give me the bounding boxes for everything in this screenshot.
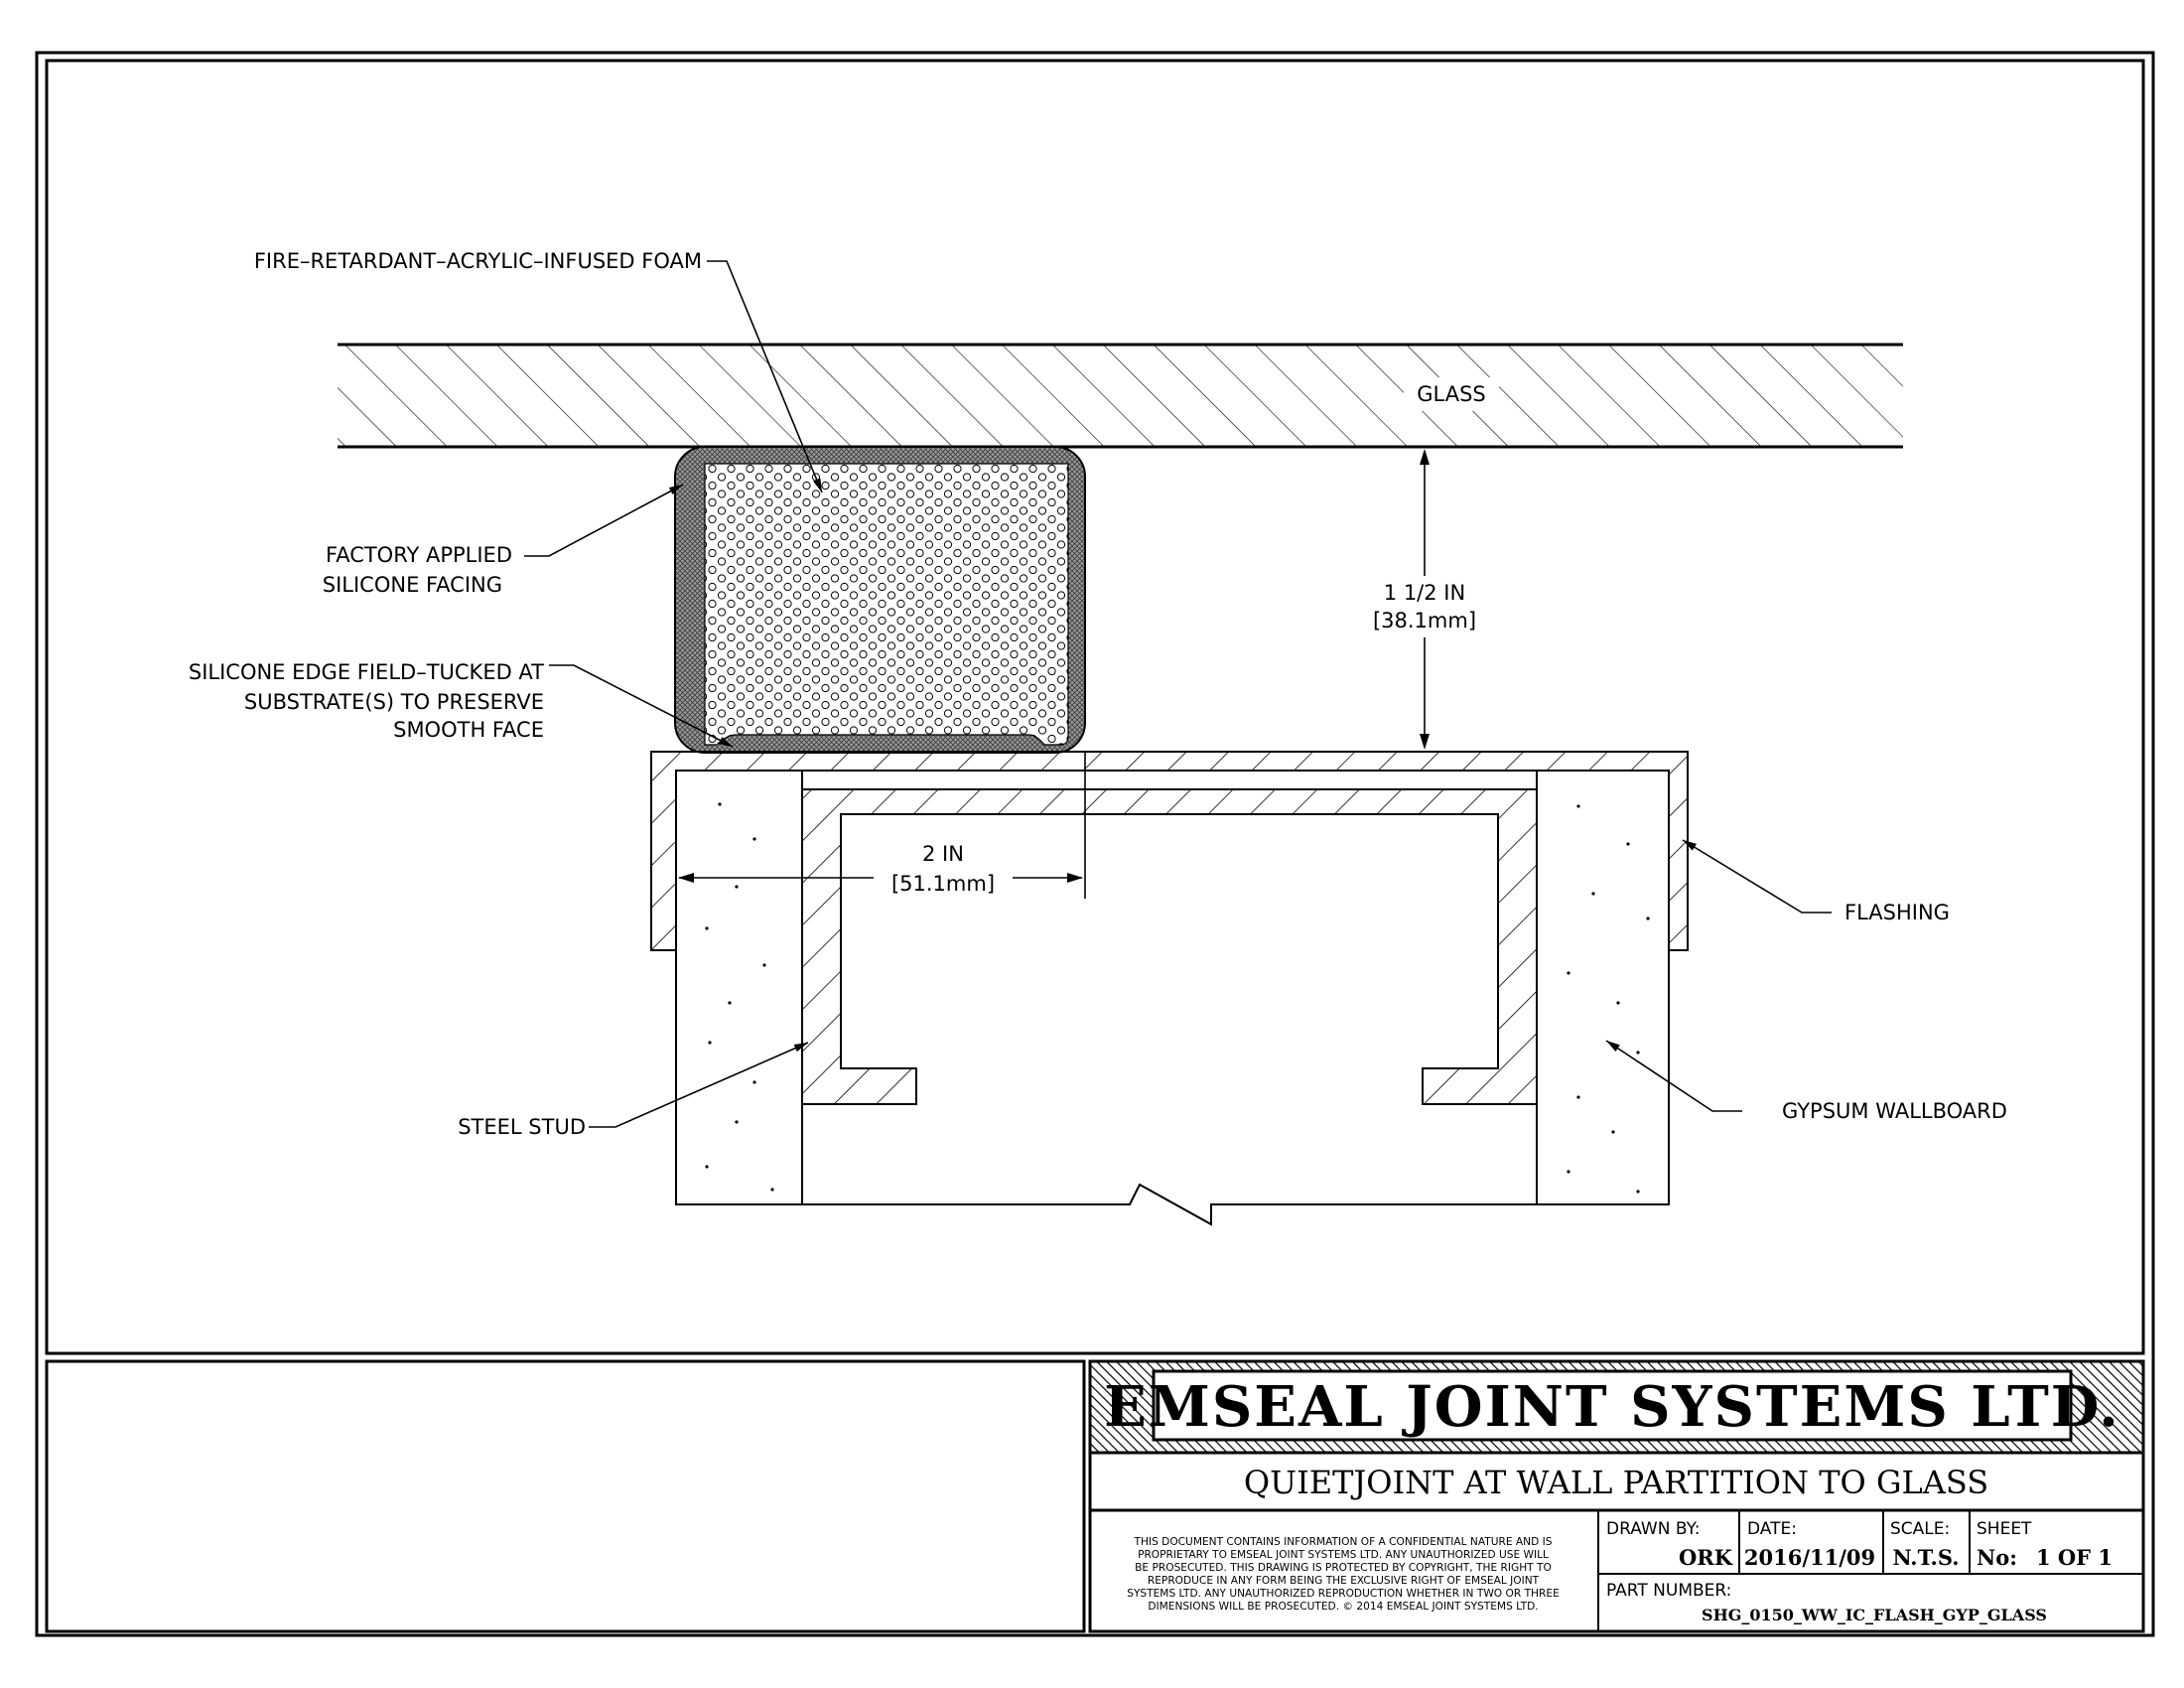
break-line [802,1183,1537,1226]
sheet-inner-border [45,59,2145,1355]
drawing-title: QUIETJOINT AT WALL PARTITION TO GLASS [1244,1464,1988,1501]
label-flashing: FLASHING [1844,901,1950,924]
company-banner [1152,1369,2073,1442]
label-silicone-edge-1: SILICONE EDGE FIELD–TUCKED AT [189,660,544,684]
notice-line: BE PROSECUTED. THIS DRAWING IS PROTECTED… [1135,1562,1552,1574]
label-steel-stud: STEEL STUD [458,1115,586,1139]
sheet-outer-border [35,51,2155,1637]
part-number-label: PART NUMBER: [1606,1581,1731,1601]
dimension-gap [1360,449,1489,750]
dim-width-metric: [51.1mm] [891,872,995,896]
label-gypsum: GYPSUM WALLBOARD [1782,1099,2007,1123]
label-silicone-facing-2: SILICONE FACING [323,573,502,597]
title-block [45,1359,2145,1633]
sheet-no-value: 1 OF 1 [2036,1545,2113,1570]
date-value: 2016/11/09 [1744,1545,1875,1570]
sheet-label: SHEET [1977,1519,2032,1539]
dim-gap-imperial: 1 1/2 IN [1384,581,1465,605]
foam-sealant [674,446,1086,754]
label-glass: GLASS [1417,382,1485,406]
label-foam: FIRE–RETARDANT–ACRYLIC–INFUSED FOAM [254,249,702,273]
gypsum-wallboard [675,770,1670,1205]
label-silicone-facing-1: FACTORY APPLIED [326,543,512,567]
confidentiality-notice: THIS DOCUMENT CONTAINS INFORMATION OF A … [1127,1536,1560,1613]
notice-line: THIS DOCUMENT CONTAINS INFORMATION OF A … [1134,1536,1553,1548]
notice-line: SYSTEMS LTD. ANY UNAUTHORIZED REPRODUCTI… [1127,1588,1560,1600]
drawn-by-value: ORK [1679,1545,1733,1570]
steel-stud [801,788,1538,1105]
notice-line: REPRODUCE IN ANY FORM BEING THE EXCLUSIV… [1148,1575,1540,1587]
part-number-value: SHG_0150_WW_IC_FLASH_GYP_GLASS [1702,1606,2047,1624]
sheet-no-label: No: [1977,1545,2017,1570]
glass-panel [338,343,1903,449]
date-label: DATE: [1747,1519,1797,1539]
dim-width-imperial: 2 IN [922,842,964,866]
dimension-width [678,752,1086,902]
leader-lines [524,260,1832,1128]
label-silicone-edge-3: SMOOTH FACE [393,718,544,742]
notes-box [45,1359,1086,1633]
scale-value: N.T.S. [1892,1545,1959,1570]
company-name: EMSEAL JOINT SYSTEMS LTD. [1104,1374,2120,1440]
scale-label: SCALE: [1890,1519,1950,1539]
notice-line: PROPRIETARY TO EMSEAL JOINT SYSTEMS LTD.… [1138,1549,1549,1561]
dim-gap-metric: [38.1mm] [1373,609,1476,633]
label-silicone-edge-2: SUBSTRATE(S) TO PRESERVE [244,690,544,714]
notice-line: DIMENSIONS WILL BE PROSECUTED. © 2014 EM… [1148,1601,1538,1613]
drawn-by-label: DRAWN BY: [1606,1519,1700,1539]
